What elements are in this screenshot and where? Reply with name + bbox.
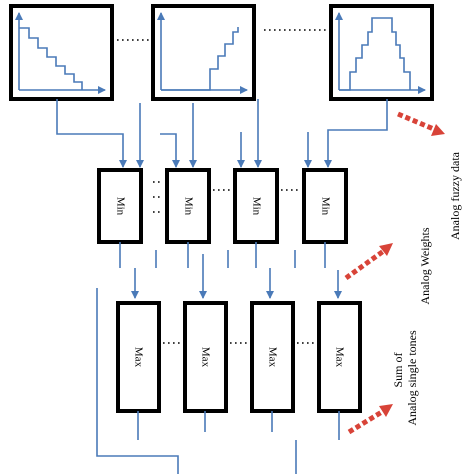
max-block-4: Max <box>317 301 362 413</box>
max-label: Max <box>266 347 278 368</box>
max-output-ticks <box>137 411 340 440</box>
max-label: Max <box>333 347 345 368</box>
min-label: Min <box>182 197 194 216</box>
max-block-3: Max <box>250 301 295 413</box>
min-block-3: Min <box>233 168 279 244</box>
input-graph-1 <box>9 4 114 101</box>
min-label: Min <box>250 197 262 216</box>
graph-to-min-wires <box>56 99 388 168</box>
annotation-arrow-fuzzy <box>397 111 445 136</box>
annotation-arrow-weights <box>344 243 393 281</box>
min-block-1: Min <box>97 168 143 244</box>
min-block-2: Min <box>165 168 211 244</box>
min-label: Min <box>114 197 126 216</box>
staircase-peak-curve <box>339 17 411 91</box>
input-graph-3 <box>329 4 434 101</box>
staircase-down-curve <box>19 27 83 90</box>
sum-of-label: Sum of <box>391 352 405 387</box>
annotation-arrow-sum <box>347 404 393 435</box>
max-block-2: Max <box>183 301 228 413</box>
max-label: Max <box>199 347 211 368</box>
min-block-4: Min <box>302 168 348 244</box>
sum-bus-wire <box>96 288 179 474</box>
max-label: Max <box>132 347 144 368</box>
staircase-up-curve <box>161 27 239 91</box>
analog-weights-label: Analog Weights <box>418 227 432 304</box>
min-label: Min <box>319 197 331 216</box>
input-graph-2 <box>151 4 256 101</box>
max-block-1: Max <box>116 301 161 413</box>
analog-fuzzy-data-label: Analog fuzzy data <box>448 151 462 240</box>
min-to-max-wires <box>119 242 342 299</box>
analog-single-tones-label: Analog single tones <box>405 330 419 426</box>
